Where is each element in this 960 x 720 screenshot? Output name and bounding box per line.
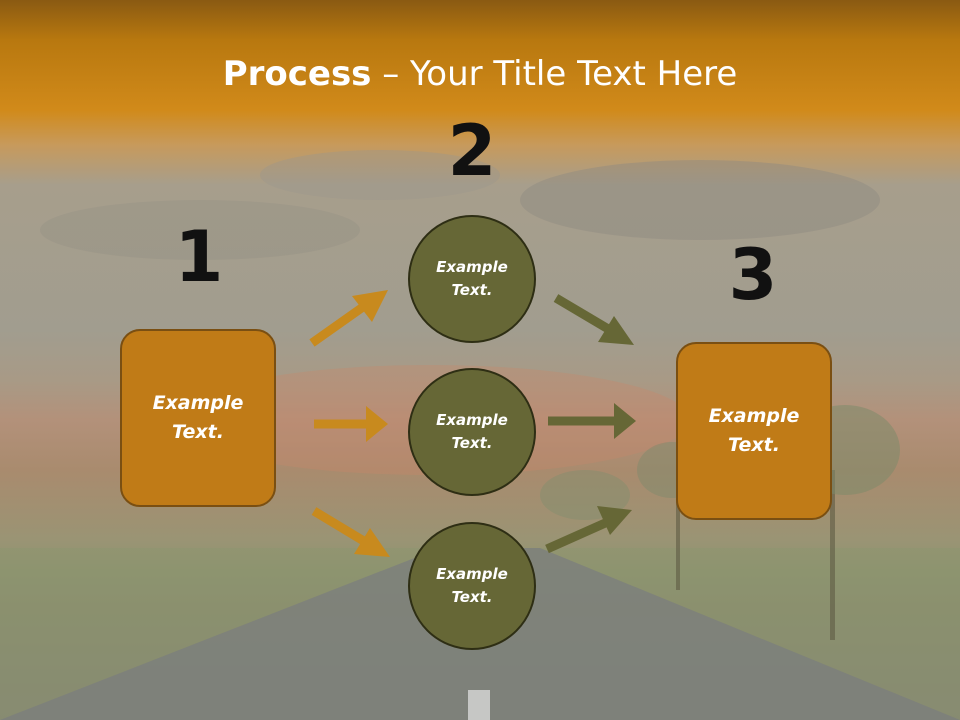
right-box-label: Example Text. <box>708 405 800 456</box>
step-number-1: 1 <box>174 216 224 298</box>
arrow-left-to-top <box>309 290 388 347</box>
circle-top: Example Text. <box>408 215 536 343</box>
title-bold: Process <box>222 54 372 94</box>
circle-bottom: Example Text. <box>408 522 536 650</box>
circle-middle: Example Text. <box>408 368 536 496</box>
arrow-left-to-middle <box>314 406 388 442</box>
circle-middle-label: Example Text. <box>436 411 508 452</box>
arrow-left-to-bottom <box>311 507 390 557</box>
step-number-3: 3 <box>728 234 778 316</box>
step-number-2: 2 <box>447 110 497 192</box>
arrow-bottom-to-right <box>545 506 632 554</box>
right-box: Example Text. <box>676 342 832 520</box>
left-box-label: Example Text. <box>152 392 244 443</box>
left-box: Example Text. <box>120 329 276 507</box>
arrow-middle-to-right <box>548 403 636 439</box>
arrow-top-to-right <box>553 294 634 345</box>
slide-title: Process – Your Title Text Here <box>0 52 960 96</box>
circle-top-label: Example Text. <box>436 258 508 299</box>
circle-bottom-label: Example Text. <box>436 565 508 606</box>
title-rest: – Your Title Text Here <box>371 54 738 94</box>
